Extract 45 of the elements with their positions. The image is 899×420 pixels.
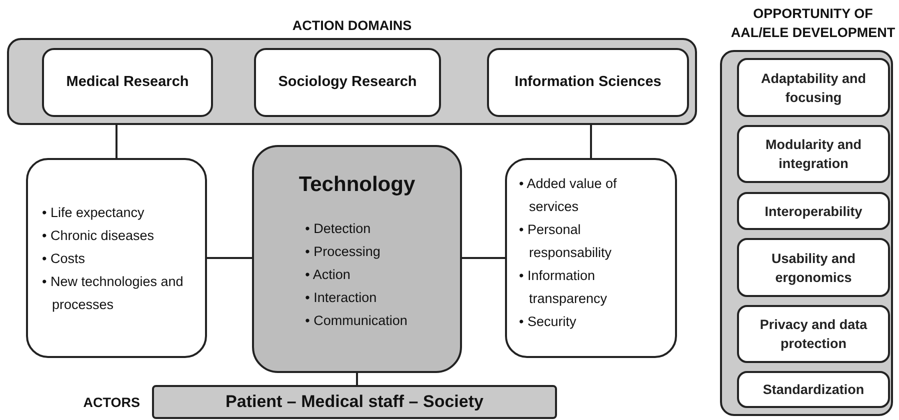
opportunity-box <box>737 125 890 183</box>
opportunity-box <box>737 192 890 230</box>
bullet-item: • Personal responsability <box>519 221 613 262</box>
bullet-item: • Life expectancy <box>42 204 146 222</box>
opportunity-label: Adaptability and focusing <box>760 70 867 106</box>
actors-label: Patient – Medical staff – Society <box>226 391 484 414</box>
group-heading: OPPORTUNITY OF AAL/ELE DEVELOPMENT <box>730 5 896 42</box>
opportunity-label: Standardization <box>762 381 864 399</box>
actors-caption: ACTORS <box>82 394 140 412</box>
opportunity-label: Interoperability <box>764 202 862 220</box>
technology-heading: Technology <box>298 172 416 198</box>
bullet-item: • Communication <box>305 312 408 330</box>
bullet-item: • Information transparency <box>519 267 608 308</box>
bullet-item: • Costs <box>42 250 86 268</box>
opportunity-box <box>737 305 890 363</box>
domain-label: Medical Research <box>66 72 189 92</box>
bullet-item: • Processing <box>305 242 382 261</box>
domain-label: Information Sciences <box>514 72 662 92</box>
factor-box <box>26 158 207 358</box>
technology-box <box>252 145 462 373</box>
domain-label: Sociology Research <box>278 72 417 92</box>
opportunity-label: Modularity and integration <box>764 136 862 173</box>
connector-line <box>590 125 592 158</box>
actors-bar <box>152 385 557 419</box>
opportunity-box <box>737 238 890 297</box>
bullet-item: • New technologies and processes <box>42 272 184 314</box>
connector-line <box>462 257 505 259</box>
domain-box <box>487 48 689 117</box>
bullet-item: • Action <box>305 266 352 284</box>
connector-line <box>207 257 252 259</box>
connector-line <box>116 125 118 158</box>
group-heading: ACTION DOMAINS <box>292 17 412 35</box>
bullet-item: • Interaction <box>305 288 378 306</box>
bullet-item: • Detection <box>305 220 372 238</box>
opportunity-box <box>737 371 890 408</box>
opportunity-label: Usability and ergonomics <box>770 250 857 286</box>
domain-box <box>42 48 213 117</box>
connector-line <box>356 373 358 385</box>
bullet-item: • Chronic diseases <box>42 226 156 244</box>
bullet-item: • Added value of services <box>519 175 618 216</box>
opportunity-box <box>737 58 890 117</box>
bullet-item: • Security <box>519 313 578 331</box>
domain-box <box>254 48 441 117</box>
opportunity-label: Privacy and data protection <box>758 316 868 353</box>
factor-box <box>505 158 677 358</box>
